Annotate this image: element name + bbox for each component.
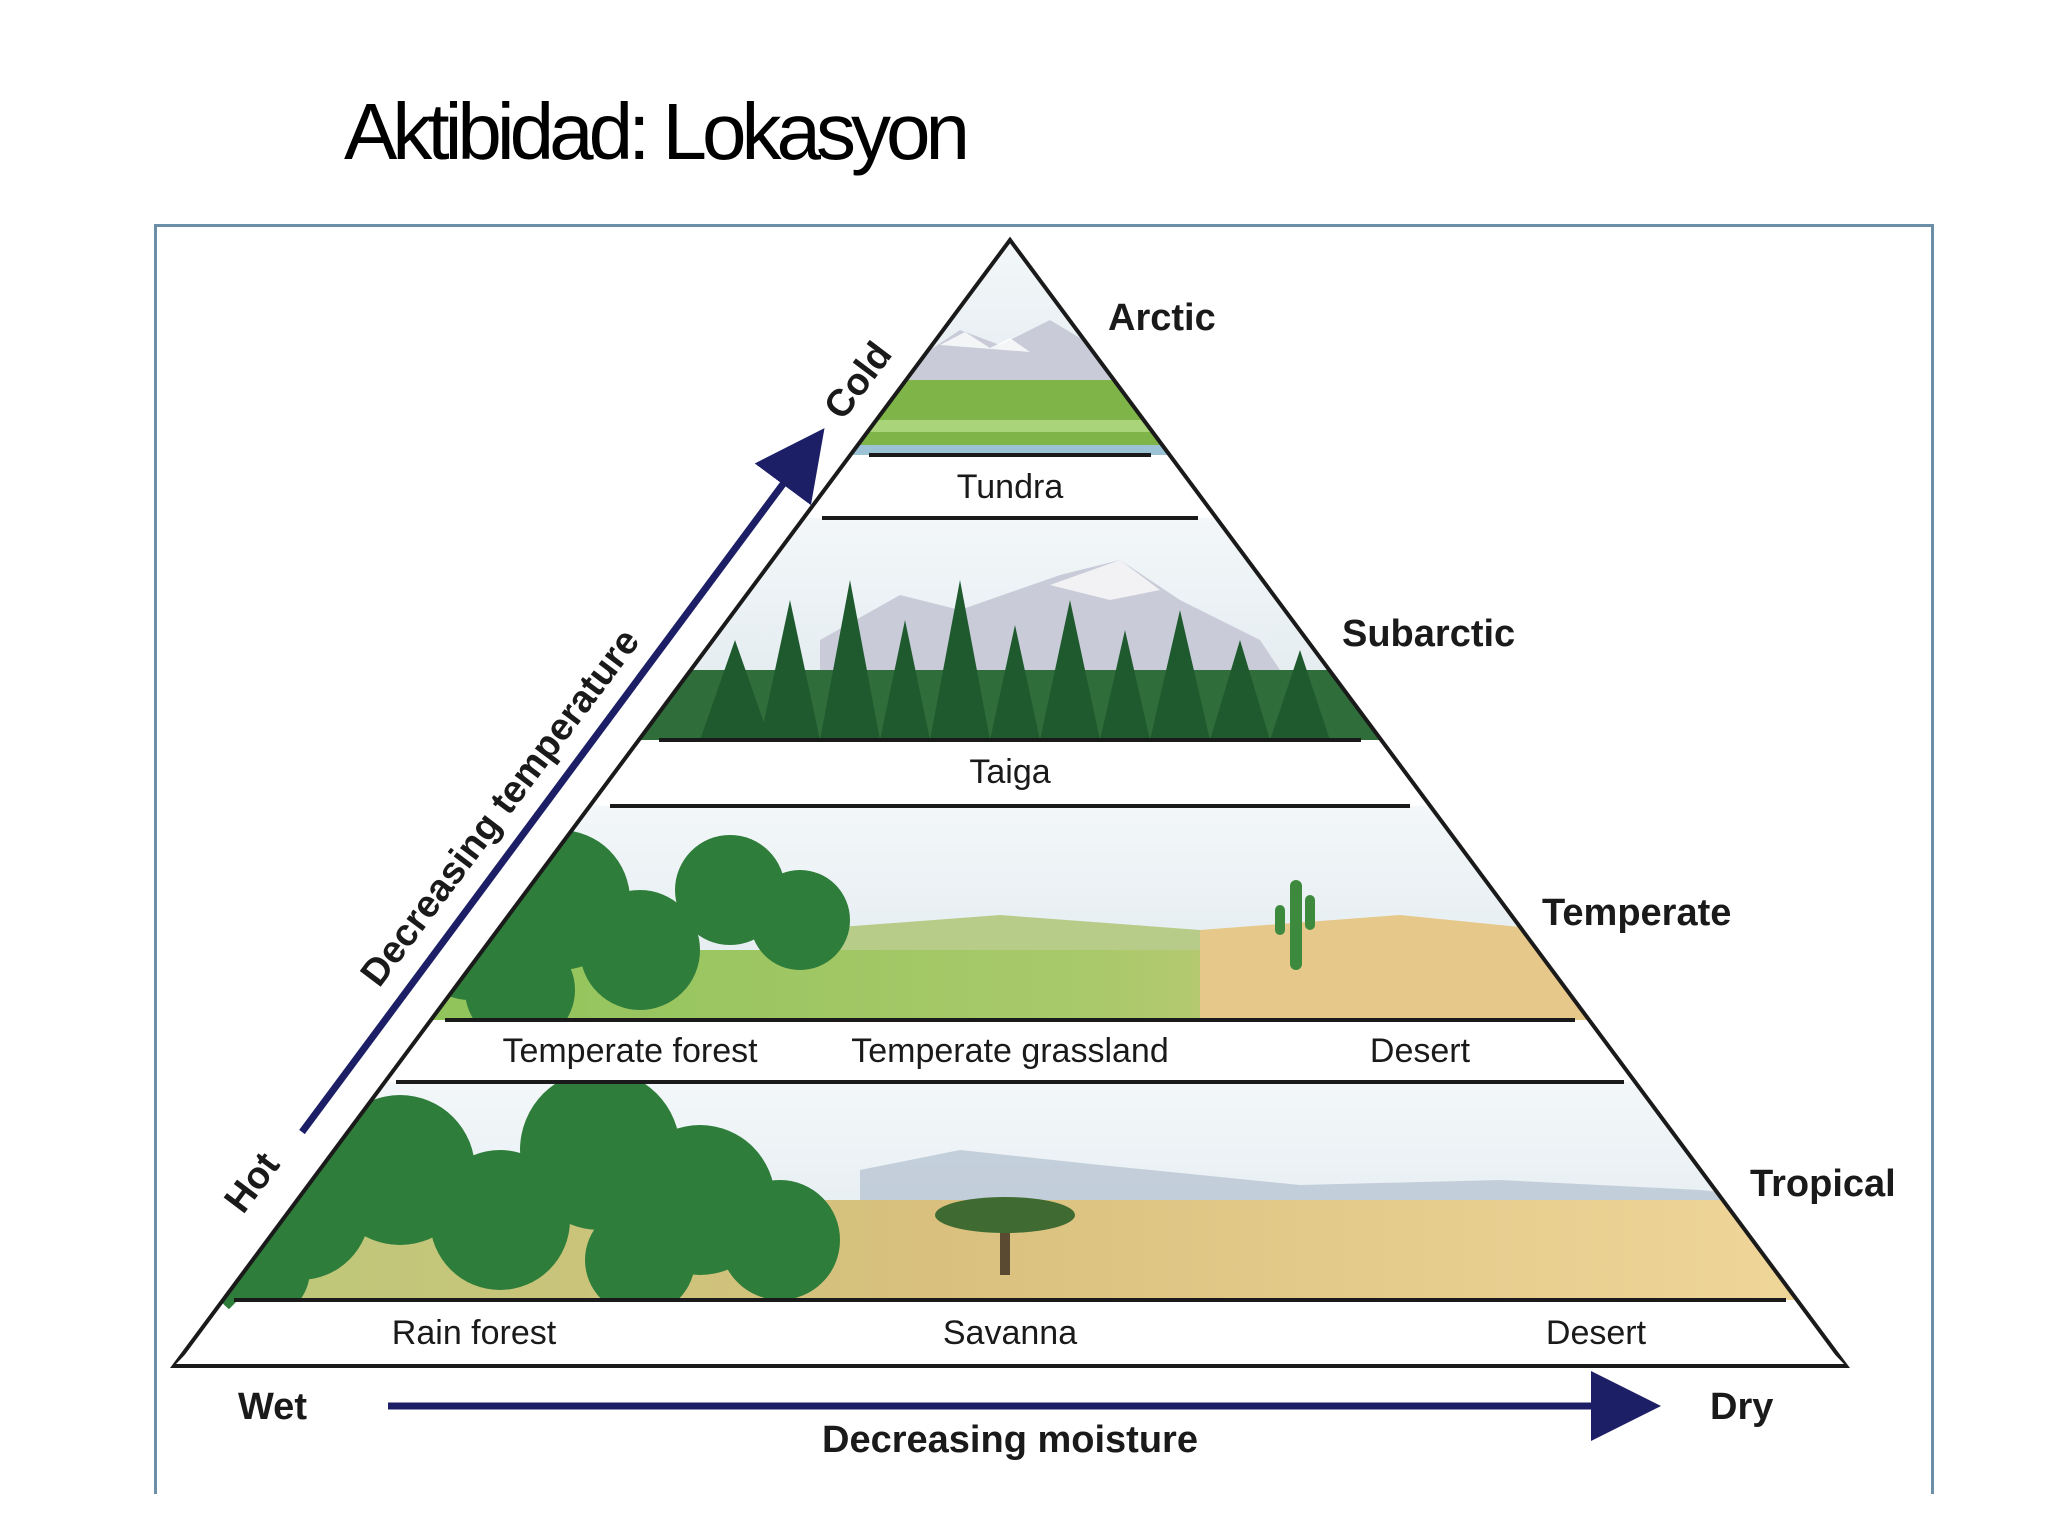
slide-title: Aktibidad: Lokasyon [344, 87, 970, 176]
climate-label-tropical: Tropical [1750, 1163, 1896, 1205]
label-bands [176, 457, 1844, 1364]
pyramid-triangle [170, 236, 1850, 1368]
biome-label-temperate-grassland: Temperate grassland [851, 1032, 1169, 1070]
biome-label-savanna: Savanna [943, 1314, 1077, 1352]
moisture-wet-label: Wet [238, 1386, 307, 1428]
biome-label-rain-forest: Rain forest [392, 1314, 557, 1352]
biome-label-tundra: Tundra [957, 468, 1064, 506]
subarctic-scene [600, 518, 1420, 740]
biome-label-taiga: Taiga [969, 753, 1050, 791]
tropical-scene [174, 1070, 1846, 1320]
biome-label-tropical-desert: Desert [1546, 1314, 1647, 1352]
biome-label-temperate-desert: Desert [1370, 1032, 1471, 1070]
moisture-axis-label: Decreasing moisture [822, 1419, 1198, 1461]
climate-label-subarctic: Subarctic [1342, 613, 1515, 655]
temperate-scene [380, 806, 1670, 1045]
biome-label-temperate-forest: Temperate forest [502, 1032, 758, 1070]
temperature-hot-label: Hot [217, 1145, 289, 1221]
moisture-dry-label: Dry [1710, 1386, 1773, 1428]
acacia-tree [935, 1197, 1075, 1275]
temperature-arrow [299, 428, 825, 1135]
climate-label-arctic: Arctic [1108, 297, 1216, 339]
climate-label-temperate: Temperate [1542, 892, 1731, 934]
pyramid-outline [170, 236, 1850, 1368]
